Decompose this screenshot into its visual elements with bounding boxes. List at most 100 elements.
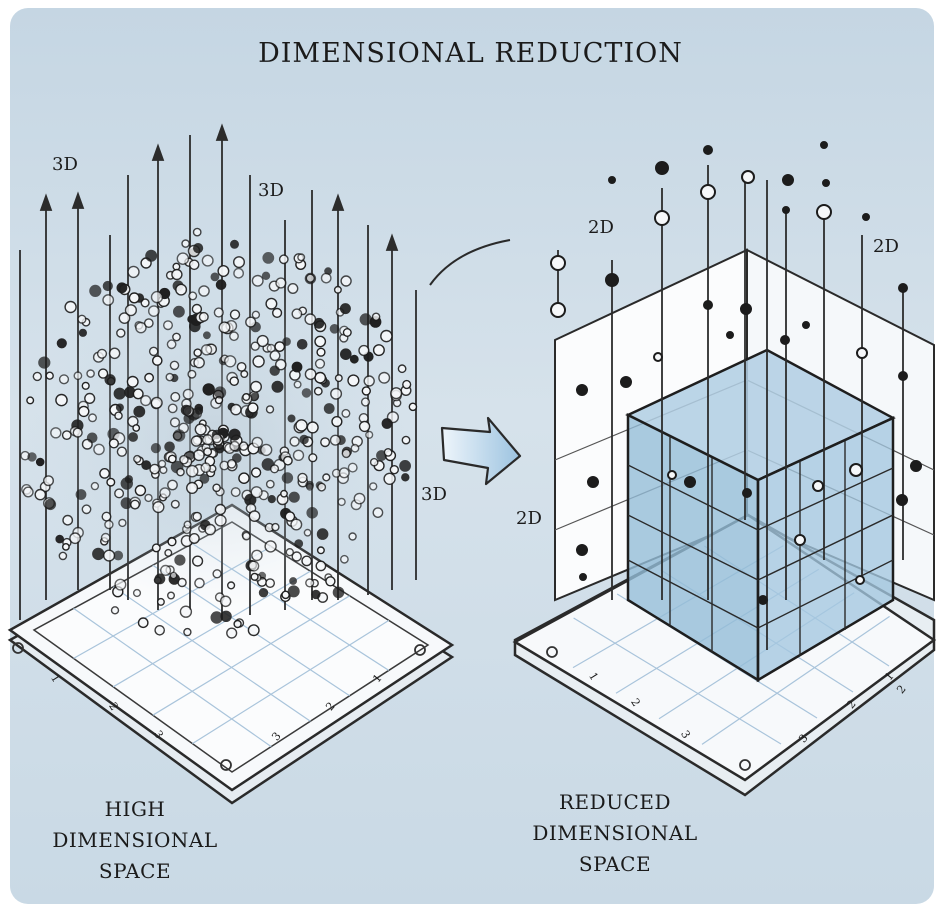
data-point bbox=[250, 572, 259, 581]
data-point bbox=[212, 483, 221, 493]
data-point bbox=[56, 338, 67, 349]
data-point bbox=[272, 307, 283, 319]
data-point bbox=[26, 396, 35, 405]
right-caption-line: DIMENSIONAL bbox=[532, 821, 698, 845]
data-point bbox=[172, 429, 186, 442]
data-point bbox=[230, 487, 241, 498]
data-point bbox=[339, 303, 351, 315]
data-point bbox=[72, 427, 83, 438]
data-point bbox=[289, 436, 300, 447]
left-caption: HIGH DIMENSIONAL SPACE bbox=[20, 794, 250, 887]
data-point bbox=[317, 482, 327, 492]
data-point bbox=[128, 432, 139, 442]
data-point bbox=[314, 335, 327, 348]
data-point bbox=[550, 302, 566, 318]
data-point bbox=[114, 411, 123, 421]
data-point bbox=[38, 356, 51, 369]
data-point bbox=[287, 283, 299, 295]
data-point bbox=[202, 383, 215, 396]
data-point bbox=[219, 595, 232, 608]
data-point bbox=[169, 571, 178, 580]
data-point bbox=[86, 369, 95, 378]
data-point bbox=[150, 443, 162, 454]
data-point bbox=[271, 380, 284, 393]
data-point bbox=[100, 532, 111, 543]
data-point bbox=[341, 448, 351, 459]
data-point bbox=[265, 405, 275, 414]
data-point bbox=[214, 386, 227, 399]
data-point bbox=[204, 523, 216, 536]
data-point bbox=[108, 438, 120, 449]
data-point bbox=[73, 371, 83, 381]
data-point bbox=[297, 253, 306, 262]
data-point bbox=[27, 452, 37, 462]
data-point bbox=[378, 371, 391, 384]
data-point bbox=[820, 141, 828, 149]
data-point bbox=[35, 457, 45, 467]
data-point bbox=[361, 386, 371, 396]
data-point bbox=[166, 339, 177, 350]
reduction-arrow-icon bbox=[440, 416, 522, 486]
data-point bbox=[288, 491, 300, 503]
data-point bbox=[855, 575, 865, 585]
data-point bbox=[214, 443, 225, 454]
data-point bbox=[227, 581, 236, 590]
data-point bbox=[269, 464, 280, 474]
data-point bbox=[684, 476, 696, 488]
data-point bbox=[248, 560, 260, 572]
data-point bbox=[250, 467, 262, 478]
data-point bbox=[338, 467, 350, 479]
data-point bbox=[62, 514, 74, 526]
data-point bbox=[170, 391, 181, 402]
data-point bbox=[587, 476, 599, 488]
data-point bbox=[174, 554, 186, 566]
data-point bbox=[314, 358, 326, 369]
data-point bbox=[339, 554, 349, 564]
data-point bbox=[261, 271, 271, 280]
data-point bbox=[740, 303, 752, 315]
data-point bbox=[620, 376, 632, 388]
data-point bbox=[164, 548, 173, 557]
data-point bbox=[147, 305, 160, 317]
axis-arrowhead-icon bbox=[385, 233, 399, 251]
data-point bbox=[305, 578, 315, 588]
data-point bbox=[264, 540, 277, 553]
data-point bbox=[363, 375, 375, 387]
data-point bbox=[233, 619, 242, 629]
data-point bbox=[381, 418, 393, 429]
data-point bbox=[158, 459, 167, 468]
data-point bbox=[229, 239, 239, 249]
data-point bbox=[193, 356, 205, 369]
data-point bbox=[187, 369, 197, 379]
data-point bbox=[143, 318, 154, 328]
data-point bbox=[200, 344, 213, 356]
data-point bbox=[192, 511, 202, 522]
data-point bbox=[150, 290, 164, 304]
data-point bbox=[149, 463, 161, 475]
data-point bbox=[169, 417, 181, 428]
data-point bbox=[822, 179, 830, 187]
data-point bbox=[816, 204, 832, 220]
axis-arrowhead-icon bbox=[331, 193, 345, 211]
data-point bbox=[201, 254, 214, 267]
data-point bbox=[358, 344, 370, 357]
data-point bbox=[150, 396, 163, 409]
data-point bbox=[316, 347, 326, 357]
data-point bbox=[50, 427, 62, 439]
data-point bbox=[170, 499, 180, 509]
data-point bbox=[339, 348, 352, 361]
data-point bbox=[348, 532, 357, 541]
data-point bbox=[397, 364, 407, 374]
data-point bbox=[120, 477, 134, 490]
data-point bbox=[179, 454, 189, 465]
data-point bbox=[167, 454, 177, 464]
data-point bbox=[154, 625, 165, 636]
data-point bbox=[315, 560, 327, 572]
data-point bbox=[132, 424, 141, 432]
data-point bbox=[210, 272, 220, 282]
right-dim-label-top: 2D bbox=[588, 217, 614, 238]
data-point bbox=[323, 403, 335, 414]
data-point bbox=[654, 210, 670, 226]
data-point bbox=[896, 494, 908, 506]
